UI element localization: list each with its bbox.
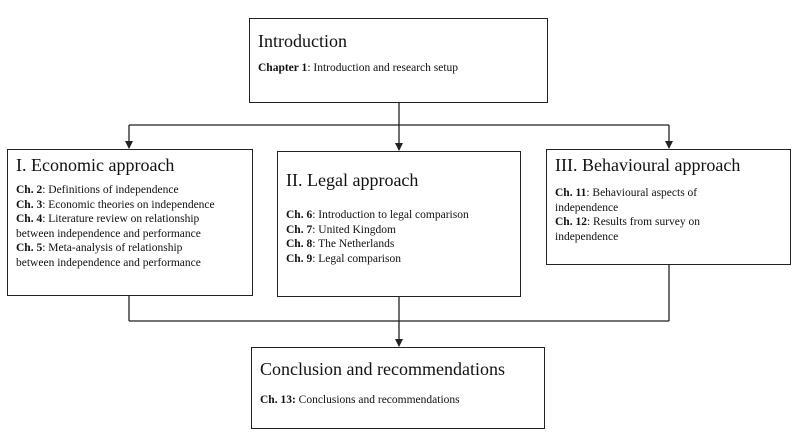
legal-approach-title: II. Legal approach [286,170,419,190]
chapter-line: Ch. 7: United Kingdom [286,223,512,238]
economic-approach-title: I. Economic approach [16,155,175,175]
chapter-line: Ch. 13: Conclusions and recommendations [260,393,536,408]
chapter-ref: Ch. 3 [16,198,43,211]
chapter-ref: Ch. 13: [260,394,296,406]
chapter-line: Chapter 1: Introduction and research set… [258,61,539,76]
introduction-title: Introduction [258,31,347,51]
chapter-text: between independence and performance [16,227,201,240]
chapter-text: : The Netherlands [312,238,395,251]
chapter-text: : United Kingdom [312,223,396,236]
chapter-text: : Meta-analysis of relationship [42,242,183,255]
economic-approach-box: I. Economic approach Ch. 2: Definitions … [7,149,253,296]
chapter-line: Ch. 9: Legal comparison [286,252,512,267]
chapter-text: : Introduction to legal comparison [312,209,469,221]
chapter-ref: Ch. 6 [286,209,313,221]
chapter-text: : Definitions of independence [42,184,179,196]
conclusion-title: Conclusion and recommendations [260,359,505,379]
chapter-ref: Ch. 2 [16,184,43,196]
conclusion-chapter-list: Ch. 13: Conclusions and recommendations [260,393,536,408]
chapter-line: Ch. 5: Meta-analysis of relationship [16,241,244,256]
chapter-text: Conclusions and recommendations [295,394,460,406]
chapter-text: : Legal comparison [312,252,401,265]
chapter-line: Ch. 12: Results from survey on [555,215,782,230]
chapter-line: Ch. 3: Economic theories on independence [16,198,244,213]
chapter-text: : Behavioural aspects of [586,187,698,199]
chapter-line: independence [555,230,782,245]
chapter-ref: Ch. 12 [555,216,587,229]
conclusion-box: Conclusion and recommendations Ch. 13: C… [251,347,545,429]
chapter-ref: Ch. 7 [286,223,313,236]
chapter-ref: Ch. 5 [16,242,43,255]
chapter-text: : Results from survey on [586,216,701,229]
chapter-ref: Chapter 1 [258,62,308,74]
chapter-line: between independence and performance [16,227,244,242]
chapter-ref: Ch. 9 [286,252,313,265]
chapter-text: : Literature review on relationship [42,213,200,226]
behavioural-approach-title: III. Behavioural approach [555,155,741,175]
chapter-text: independence [555,230,619,243]
chapter-ref: Ch. 8 [286,238,313,251]
chapter-text: : Economic theories on independence [42,198,215,211]
legal-approach-box: II. Legal approach Ch. 6: Introduction t… [277,151,521,297]
behavioural-approach-box: III. Behavioural approach Ch. 11: Behavi… [546,149,791,265]
chapter-text: between independence and performance [16,256,201,269]
chapter-ref: Ch. 11 [555,187,587,199]
chapter-text: : Introduction and research setup [307,62,459,74]
chapter-line: Ch. 8: The Netherlands [286,237,512,252]
introduction-box: Introduction Chapter 1: Introduction and… [249,18,548,103]
introduction-chapter-list: Chapter 1: Introduction and research set… [258,61,539,76]
chapter-line: Ch. 11: Behavioural aspects of [555,186,782,201]
chapter-line: Ch. 4: Literature review on relationship [16,212,244,227]
chapter-ref: Ch. 4 [16,213,43,226]
chapter-line: Ch. 2: Definitions of independence [16,183,244,198]
chapter-line: Ch. 6: Introduction to legal comparison [286,208,512,223]
chapter-line: between independence and performance [16,256,244,271]
chapter-text: independence [555,201,619,214]
chapter-line: independence [555,201,782,216]
